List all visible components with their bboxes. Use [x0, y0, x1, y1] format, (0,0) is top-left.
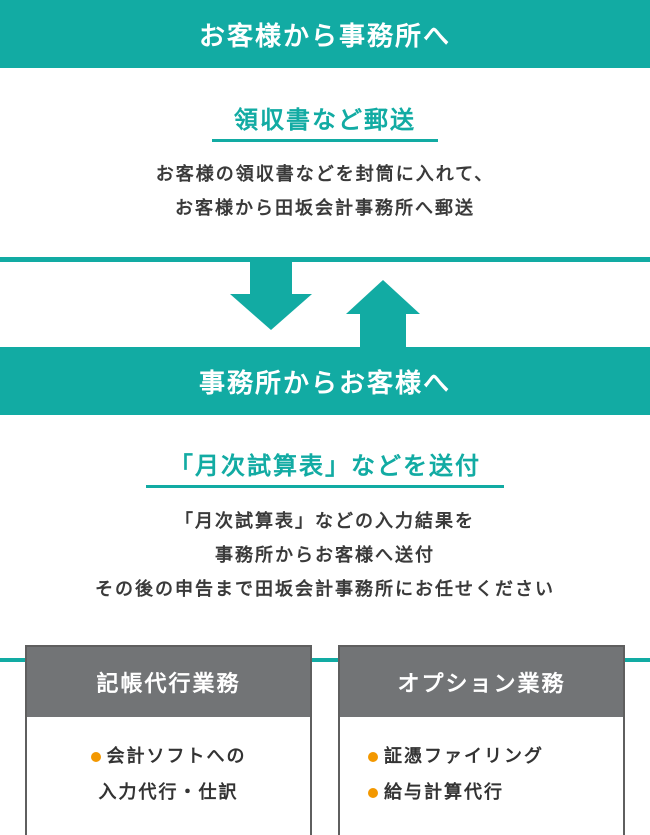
section1-header: お客様から事務所へ	[0, 0, 650, 68]
service-box-items: 会計ソフトへの 入力代行・仕訳	[27, 717, 310, 811]
service-box-bookkeeping: 記帳代行業務 会計ソフトへの 入力代行・仕訳	[25, 645, 312, 835]
list-item: 給与計算代行	[340, 775, 623, 811]
service-box-items: 証憑ファイリング 給与計算代行	[340, 717, 623, 811]
list-item-text: 会計ソフトへの	[106, 746, 247, 767]
service-box-title: 記帳代行業務	[27, 647, 310, 717]
arrow-up-icon	[346, 280, 420, 347]
bullet-icon	[368, 788, 378, 798]
list-item: 会計ソフトへの	[27, 739, 310, 775]
list-item-text: 入力代行・仕訳	[98, 782, 239, 803]
section2-header-text: 事務所からお客様へ	[198, 368, 451, 399]
service-box-options: オプション業務 証憑ファイリング 給与計算代行	[338, 645, 625, 835]
boxes-connector-line	[0, 658, 650, 662]
section2-description-line: 「月次試算表」などの入力結果を	[175, 511, 475, 532]
section2-subtitle: 「月次試算表」などを送付	[169, 452, 481, 480]
section2-header: 事務所からお客様へ	[0, 347, 650, 415]
section2-description: 「月次試算表」などの入力結果を 事務所からお客様へ送付 その後の申告まで田坂会計…	[0, 505, 650, 607]
section-divider	[0, 257, 650, 262]
list-item: 入力代行・仕訳	[27, 775, 310, 811]
section1-description: お客様の領収書などを封筒に入れて、 お客様から田坂会計事務所へ郵送	[0, 158, 650, 226]
list-item-text: 証憑ファイリング	[384, 746, 544, 767]
section1-header-text: お客様から事務所へ	[198, 21, 451, 52]
arrow-down-icon	[230, 262, 312, 330]
service-box-title: オプション業務	[340, 647, 623, 717]
section2-description-line: その後の申告まで田坂会計事務所にお任せください	[95, 579, 555, 600]
section1-description-line: お客様の領収書などを封筒に入れて、	[155, 164, 495, 185]
bullet-icon	[90, 752, 101, 762]
section2-description-line: 事務所からお客様へ送付	[215, 545, 435, 566]
section2-subtitle-underline	[146, 485, 504, 488]
list-item: 証憑ファイリング	[340, 739, 623, 775]
section1-description-line: お客様から田坂会計事務所へ郵送	[175, 198, 475, 219]
flow-arrows	[230, 262, 420, 347]
section1-subtitle: 領収書など郵送	[234, 106, 416, 134]
list-item-text: 給与計算代行	[384, 782, 504, 803]
bullet-icon	[368, 752, 378, 762]
section1-subtitle-underline	[212, 139, 438, 142]
